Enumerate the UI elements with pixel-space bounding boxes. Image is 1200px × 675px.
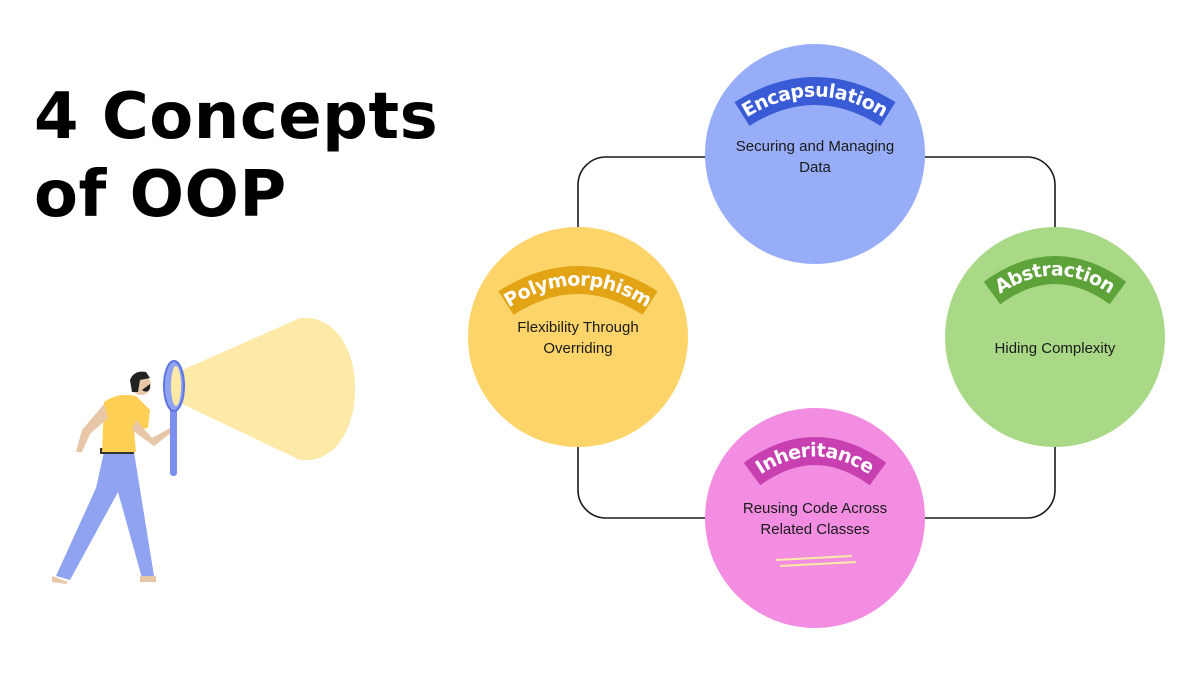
page-title: 4 Concepts of OOP [34, 78, 454, 234]
concept-description-encapsulation-line-2: Data [799, 159, 831, 176]
title-line-2: of OOP [34, 158, 287, 232]
concept-banner-inheritance [743, 437, 887, 486]
concept-circle-polymorphism [468, 227, 688, 447]
concept-banner-polymorphism [498, 266, 658, 315]
concept-description-inheritance-line-1: Reusing Code Across [743, 500, 887, 517]
concept-banner-encapsulation [734, 77, 896, 127]
person-shirt [102, 394, 150, 452]
person-with-magnifier-illustration [52, 317, 356, 584]
concept-banner-abstraction [983, 256, 1127, 305]
concept-description-inheritance-line-2: Related Classes [760, 521, 869, 538]
concept-description-abstraction-line-1: Hiding Complexity [995, 340, 1116, 357]
person-pants [56, 452, 154, 580]
concept-description-polymorphism-line-2: Overriding [543, 340, 612, 357]
concept-description-polymorphism-line-1: Flexibility Through [517, 319, 638, 336]
concept-description-encapsulation-line-1: Securing and Managing [736, 138, 894, 155]
magnifier-handle [170, 404, 177, 476]
light-beam [178, 317, 356, 461]
decorative-underline [775, 555, 857, 567]
title-line-1: 4 Concepts [34, 80, 439, 154]
